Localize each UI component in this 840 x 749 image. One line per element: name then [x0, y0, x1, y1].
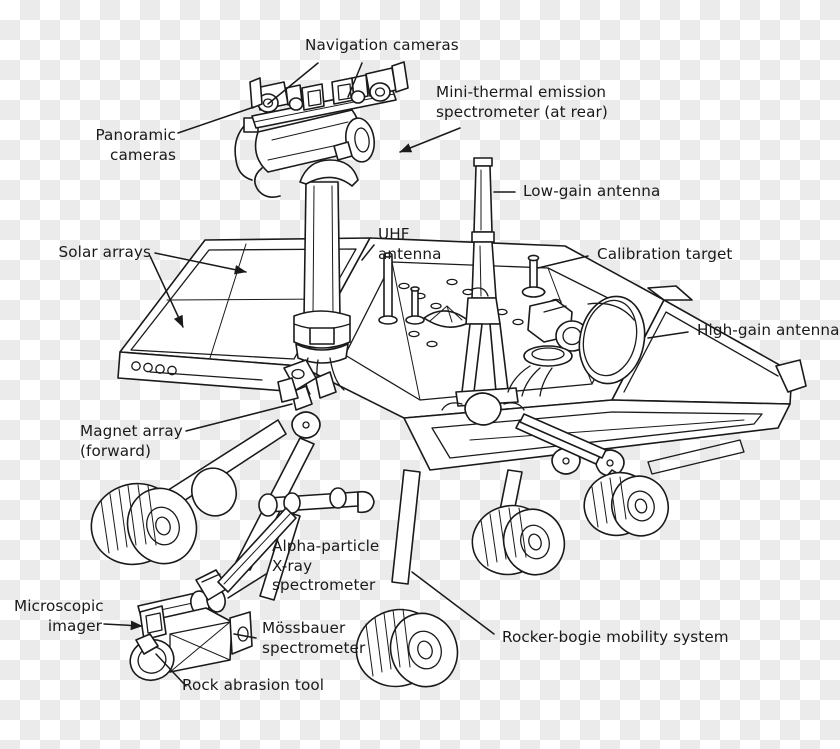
- wheel-rear-right: [583, 471, 669, 537]
- wheel-rear-left: [355, 608, 459, 688]
- label-rock-abrasion-tool: Rock abrasion tool: [182, 676, 325, 694]
- label-magnet-array: Magnet array (forward): [80, 422, 183, 460]
- camera-mast: [293, 159, 359, 397]
- leader-solar-arrays-a: [154, 252, 247, 275]
- wheel-mid-right: [471, 504, 566, 576]
- leader-mini-tes: [399, 127, 461, 153]
- wheel-front-left-rear: [191, 467, 237, 517]
- label-mini-tes: Mini-thermal emission spectrometer (at r…: [436, 83, 608, 121]
- label-navigation-cameras: Navigation cameras: [305, 36, 459, 54]
- label-solar-arrays: Solar arrays: [58, 243, 151, 261]
- leader-uhf-antenna: [361, 244, 375, 261]
- label-mossbauer-spectrometer: Mössbauer spectrometer: [262, 619, 366, 657]
- leader-calibration-target: [537, 255, 589, 269]
- label-panoramic-cameras: Panoramic cameras: [95, 126, 176, 164]
- leader-magnet-array: [185, 403, 293, 432]
- mast-head-camera-bar: [234, 61, 409, 198]
- label-uhf-antenna: UHF antenna: [378, 225, 442, 263]
- leader-lines: [103, 62, 689, 687]
- instrument-arm: [217, 507, 297, 593]
- leader-rock-abrasion-tool: [155, 653, 187, 687]
- solar-array-deck: [117, 237, 807, 475]
- label-low-gain-antenna: Low-gain antenna: [523, 182, 661, 200]
- leader-microscopic-imager: [103, 620, 143, 631]
- label-rocker-bogie: Rocker-bogie mobility system: [502, 628, 729, 646]
- leader-rocker-bogie: [411, 571, 495, 635]
- magnet-array: [277, 359, 337, 411]
- leader-high-gain-antenna: [647, 331, 689, 339]
- leader-navigation-cameras-b: [347, 62, 363, 98]
- leader-navigation-cameras-a: [267, 62, 319, 105]
- deck-post: [405, 286, 425, 325]
- leader-panoramic-cameras: [177, 106, 255, 134]
- leader-apxs: [227, 573, 267, 599]
- label-high-gain-antenna: High-gain antenna: [697, 321, 840, 339]
- high-gain-antenna: [507, 295, 646, 397]
- leader-mossbauer: [233, 633, 257, 639]
- wheel-front-left: [90, 482, 198, 566]
- label-calibration-target: Calibration target: [597, 245, 733, 263]
- uhf-antenna: [378, 252, 398, 325]
- label-microscopic-imager: Microscopic imager: [14, 597, 104, 635]
- instrument-turret: [129, 569, 253, 682]
- label-alpha-particle-xray: Alpha-particle X-ray spectrometer: [272, 537, 380, 594]
- calibration-target: [521, 254, 546, 298]
- leader-solar-arrays-b: [149, 255, 184, 328]
